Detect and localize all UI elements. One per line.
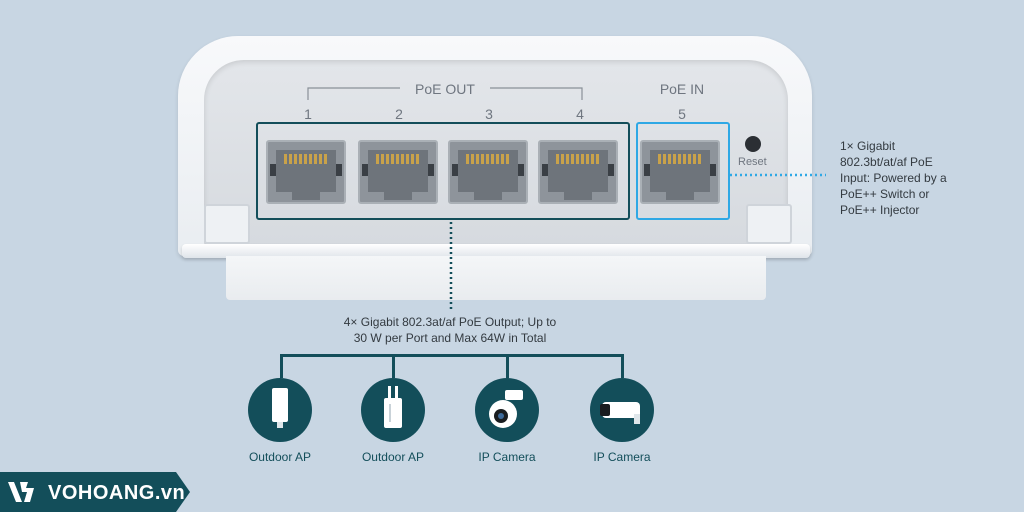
- rj45-port-1: [266, 140, 346, 204]
- poe-in-description: 1× Gigabit 802.3bt/at/af PoE Input: Powe…: [840, 138, 1020, 218]
- dome-camera-icon: [475, 378, 539, 442]
- poe-in-desc-line-3: Input: Powered by a: [840, 171, 947, 185]
- reset-button-hole: [745, 136, 761, 152]
- tree-branch-4: [621, 354, 624, 378]
- bullet-camera-icon: [590, 378, 654, 442]
- poe-out-bracket: [307, 87, 583, 100]
- switch-bottom-cover: [226, 256, 766, 300]
- poe-in-desc-line-1: 1× Gigabit: [840, 139, 896, 153]
- tree-branch-1: [280, 354, 283, 378]
- port-number-2: 2: [395, 106, 403, 122]
- outdoor-ap-icon: [361, 378, 425, 442]
- rj45-port-3: [448, 140, 528, 204]
- rj45-port-5: [640, 140, 720, 204]
- brand-logo-icon: [8, 482, 34, 502]
- poe-in-desc-line-2: 802.3bt/at/af PoE: [840, 155, 933, 169]
- poe-out-callout-line: [449, 222, 453, 312]
- rj45-port-4: [538, 140, 618, 204]
- poe-out-desc-line-2: 30 W per Port and Max 64W in Total: [353, 331, 547, 345]
- right-mount-clip: [746, 204, 792, 244]
- port-number-5: 5: [678, 106, 686, 122]
- poe-out-desc-line-1: 4× Gigabit 802.3at/af PoE Output; Up to: [343, 315, 557, 329]
- poe-out-label: PoE OUT: [415, 81, 475, 97]
- tree-horizontal-line: [280, 354, 624, 357]
- port-number-3: 3: [485, 106, 493, 122]
- device-label-4: IP Camera: [593, 450, 651, 464]
- poe-in-desc-line-5: PoE++ Injector: [840, 203, 920, 217]
- poe-in-label: PoE IN: [659, 81, 705, 97]
- left-mount-clip: [204, 204, 250, 244]
- outdoor-ap-icon: [248, 378, 312, 442]
- poe-in-highlight-box: [636, 122, 730, 220]
- reset-label: Reset: [738, 156, 767, 168]
- brand-name: VOHOANG.vn: [48, 482, 186, 504]
- tree-branch-3: [506, 354, 509, 378]
- switch-base-rim: [182, 244, 810, 258]
- poe-out-description: 4× Gigabit 802.3at/af PoE Output; Up to …: [300, 314, 600, 346]
- device-label-2: Outdoor AP: [361, 450, 425, 464]
- rj45-port-2: [358, 140, 438, 204]
- poe-in-desc-line-4: PoE++ Switch or: [840, 187, 930, 201]
- poe-out-highlight-box: [256, 122, 630, 220]
- poe-in-callout-line: [730, 173, 826, 177]
- device-label-1: Outdoor AP: [248, 450, 312, 464]
- port-number-4: 4: [576, 106, 584, 122]
- port-number-1: 1: [304, 106, 312, 122]
- device-label-3: IP Camera: [478, 450, 536, 464]
- tree-branch-2: [392, 354, 395, 378]
